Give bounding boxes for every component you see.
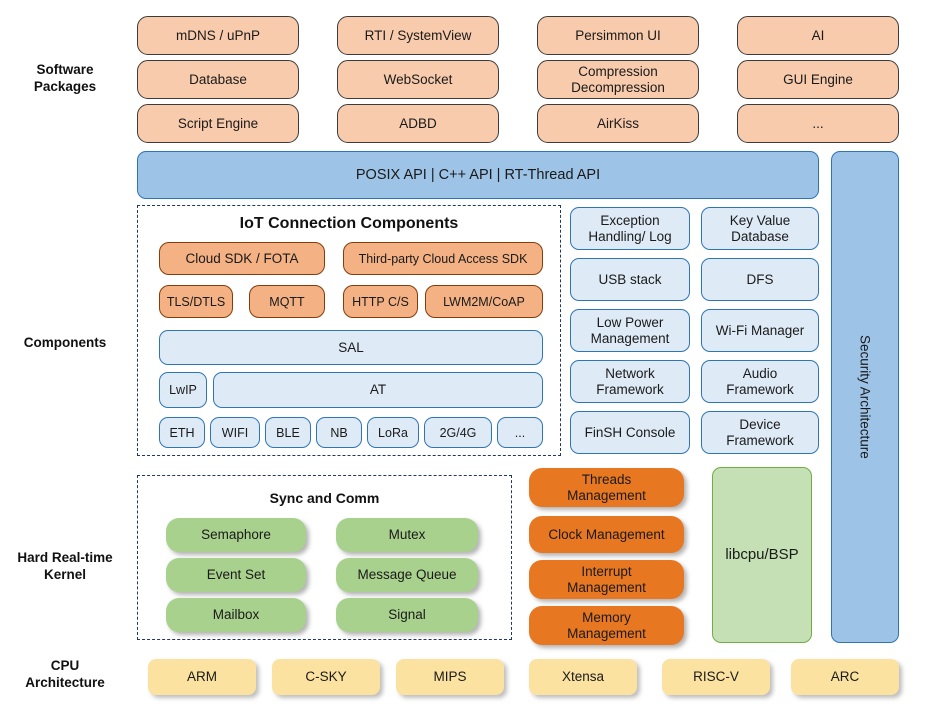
cpu-arch-box[interactable]: Xtensa	[529, 659, 637, 695]
cpu-arch-box[interactable]: ARM	[148, 659, 256, 695]
iot-lwip-box[interactable]: LwIP	[159, 372, 207, 408]
software-package-box[interactable]: Persimmon UI	[537, 16, 699, 55]
kernel-service-box[interactable]: Interrupt Management	[529, 560, 684, 599]
iot-protocol-box[interactable]: HTTP C/S	[343, 285, 418, 318]
software-package-box[interactable]: AI	[737, 16, 899, 55]
sync-primitive-box[interactable]: Mutex	[336, 518, 478, 552]
security-architecture-bar[interactable]: Security Architecture	[831, 151, 899, 643]
iot-sal-box[interactable]: SAL	[159, 330, 543, 365]
iot-protocol-box[interactable]: TLS/DTLS	[159, 285, 233, 318]
security-architecture-label: Security Architecture	[857, 335, 873, 459]
software-package-box[interactable]: RTI / SystemView	[337, 16, 499, 55]
sync-group-title: Sync and Comm	[269, 490, 380, 506]
component-box[interactable]: Wi-Fi Manager	[701, 309, 819, 352]
sync-primitive-box[interactable]: Semaphore	[166, 518, 306, 552]
software-package-box[interactable]: ...	[737, 104, 899, 143]
iot-cloud-sdk-box[interactable]: Cloud SDK / FOTA	[159, 242, 325, 275]
kernel-service-box[interactable]: Threads Management	[529, 468, 684, 507]
iot-at-box[interactable]: AT	[213, 372, 543, 408]
api-bar[interactable]: POSIX API | C++ API | RT-Thread API	[137, 151, 819, 199]
iot-link-box[interactable]: BLE	[265, 417, 311, 448]
sync-primitive-box[interactable]: Message Queue	[336, 558, 478, 592]
iot-link-box[interactable]: ETH	[159, 417, 205, 448]
sync-primitive-box[interactable]: Signal	[336, 598, 478, 632]
iot-protocol-box[interactable]: MQTT	[249, 285, 325, 318]
software-package-box[interactable]: Compression Decompression	[537, 60, 699, 99]
row-label-kernel: Hard Real-time Kernel	[17, 550, 113, 582]
software-package-box[interactable]: Script Engine	[137, 104, 299, 143]
row-label-cpu: CPU Architecture	[25, 658, 105, 690]
component-box[interactable]: Low Power Management	[570, 309, 690, 352]
software-package-box[interactable]: ADBD	[337, 104, 499, 143]
iot-link-box[interactable]: NB	[316, 417, 362, 448]
component-box[interactable]: Device Framework	[701, 411, 819, 454]
software-package-box[interactable]: WebSocket	[337, 60, 499, 99]
cpu-arch-box[interactable]: RISC-V	[662, 659, 770, 695]
component-box[interactable]: Exception Handling/ Log	[570, 207, 690, 250]
iot-link-box[interactable]: WIFI	[210, 417, 260, 448]
libcpu-bsp-box[interactable]: libcpu/BSP	[712, 467, 812, 643]
row-label-components: Components	[23, 335, 107, 350]
component-box[interactable]: USB stack	[570, 258, 690, 301]
iot-link-box[interactable]: LoRa	[367, 417, 419, 448]
kernel-service-box[interactable]: Memory Management	[529, 606, 684, 645]
software-package-box[interactable]: AirKiss	[537, 104, 699, 143]
component-box[interactable]: Audio Framework	[701, 360, 819, 403]
cpu-arch-box[interactable]: ARC	[791, 659, 899, 695]
cpu-arch-box[interactable]: C-SKY	[272, 659, 380, 695]
iot-protocol-box[interactable]: LWM2M/CoAP	[425, 285, 543, 318]
component-box[interactable]: FinSH Console	[570, 411, 690, 454]
kernel-service-box[interactable]: Clock Management	[529, 516, 684, 553]
row-label-software-packages: Software Packages	[33, 62, 97, 94]
sync-primitive-box[interactable]: Mailbox	[166, 598, 306, 632]
iot-group-title: IoT Connection Components	[239, 215, 459, 232]
software-package-box[interactable]: Database	[137, 60, 299, 99]
iot-link-box[interactable]: ...	[497, 417, 543, 448]
component-box[interactable]: DFS	[701, 258, 819, 301]
iot-third-party-sdk-box[interactable]: Third-party Cloud Access SDK	[343, 242, 543, 275]
cpu-arch-box[interactable]: MIPS	[396, 659, 504, 695]
component-box[interactable]: Key Value Database	[701, 207, 819, 250]
sync-primitive-box[interactable]: Event Set	[166, 558, 306, 592]
software-package-box[interactable]: mDNS / uPnP	[137, 16, 299, 55]
software-package-box[interactable]: GUI Engine	[737, 60, 899, 99]
component-box[interactable]: Network Framework	[570, 360, 690, 403]
iot-link-box[interactable]: 2G/4G	[424, 417, 492, 448]
